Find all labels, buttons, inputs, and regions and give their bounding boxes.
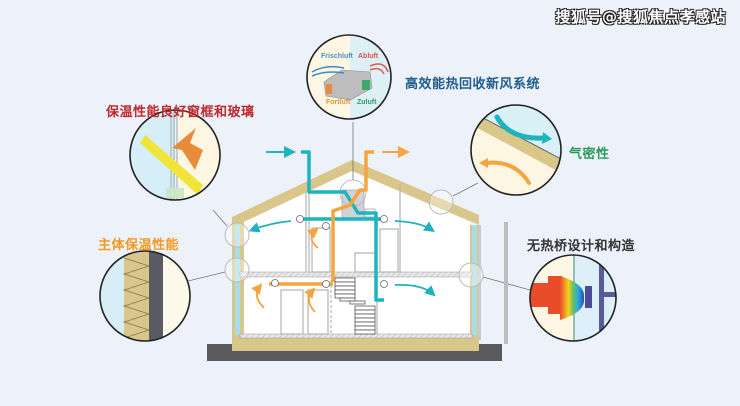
exhaust-flow-arrow [304,287,316,313]
hrv-label-exhaust-air: Abluft [358,53,379,60]
label-insulation: 主体保温性能 [98,238,180,253]
hrv-label-supply-air: Zuluft [357,99,377,106]
exhaust-flow-arrow [251,283,265,309]
ground-floor [239,333,473,339]
label-ventilation: 高效能热回收新风系统 [405,77,541,92]
airtight-detail-circle [470,104,562,196]
interior-walls [280,185,401,335]
left-window [235,225,240,335]
right-window [472,225,477,335]
label-airtight: 气密性 [569,147,610,162]
hrv-label-fresh-air: Frischluft [321,53,354,60]
vents [271,215,388,288]
label-windows: 保温性能良好窗框和玻璃 [106,105,255,120]
supply-flow-arrow [248,220,292,233]
supply-flow-arrow [394,284,436,297]
supply-flow-arrow [394,220,435,232]
exhaust-flow-arrow [307,227,319,249]
thermal-bridge-detail-circle [529,254,617,342]
watermark: 搜狐号@搜狐焦点孝感站 [555,8,726,26]
middle-floor [239,271,473,278]
label-thermal-bridge: 无热桥设计和构造 [527,239,636,254]
stairs [334,277,376,335]
hrv-label-outgoing-air: Fortluft [326,99,351,106]
detail-spots [224,189,484,288]
window-detail-circle [129,109,221,201]
insulation-detail-circle [99,250,191,342]
hrv-detail-circle: Frischluft Abluft Fortluft Zuluft [306,34,392,120]
